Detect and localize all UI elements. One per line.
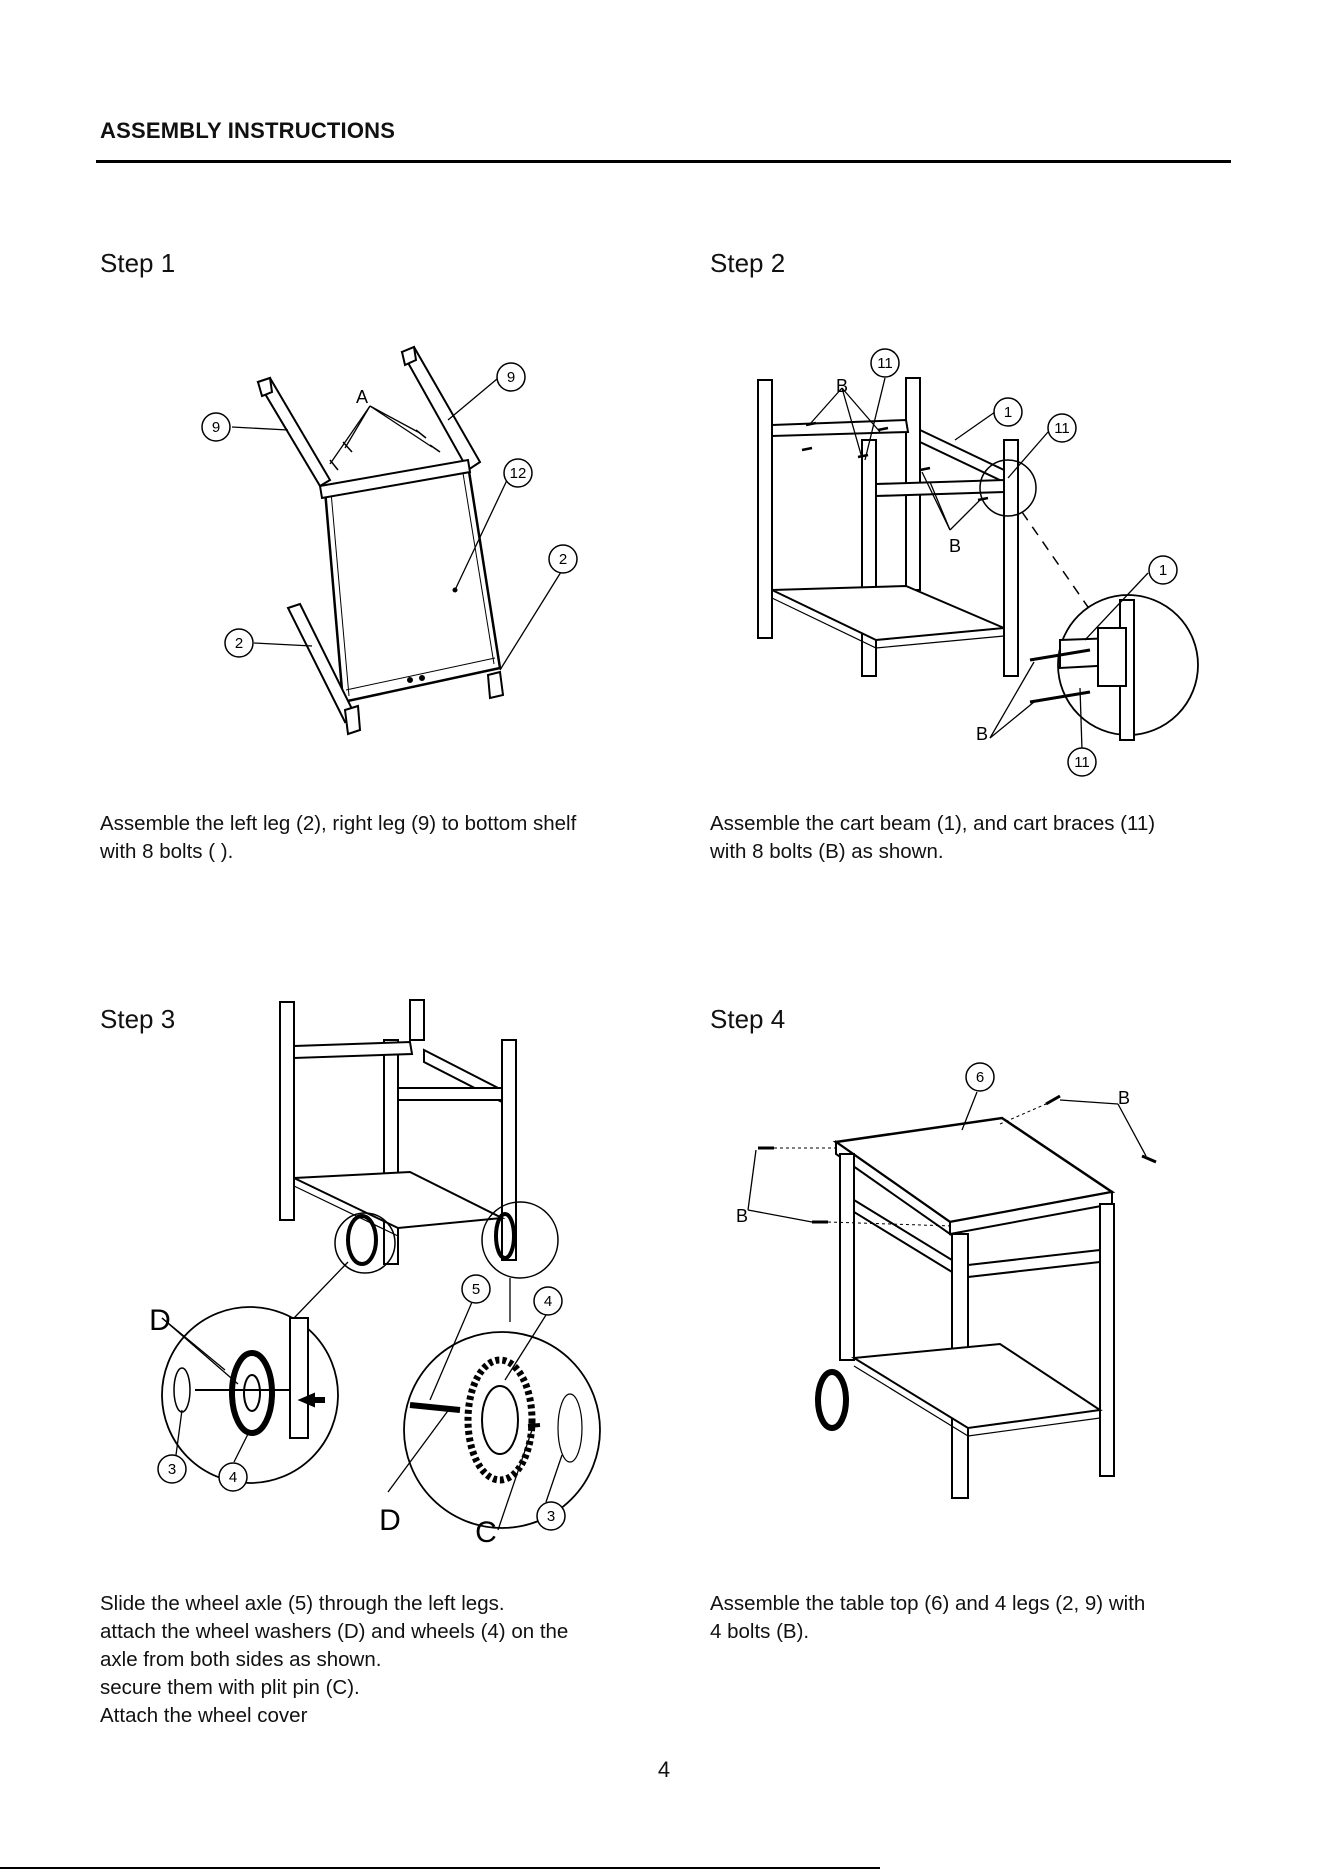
- callout-washer-d: D: [149, 1304, 171, 1337]
- step-1-title: Step 1: [100, 248, 176, 278]
- step-4-title: Step 4: [710, 1004, 786, 1034]
- callout-beam-1: 1: [1004, 404, 1012, 421]
- callout-brace-11: 11: [1074, 754, 1090, 771]
- step-2-diagram: 11 1 11 1 11 B B B: [740, 345, 1200, 785]
- callout-shelf-12: 12: [510, 465, 527, 482]
- callout-leg-2: 2: [235, 635, 243, 652]
- callout-bolt-b: B: [736, 1206, 748, 1226]
- step-3-title: Step 3: [100, 1004, 176, 1034]
- page-title: ASSEMBLY INSTRUCTIONS: [100, 118, 396, 143]
- step-3-diagram: 3 4 5 4 3 D D C: [149, 1000, 600, 1549]
- callout-bolt-b: B: [1118, 1088, 1130, 1108]
- callout-cover-3: 3: [168, 1461, 176, 1478]
- callout-wheel-4: 4: [229, 1469, 237, 1486]
- callout-cover-3: 3: [547, 1508, 555, 1525]
- step-1-description: Assemble the left leg (2), right leg (9)…: [100, 812, 577, 863]
- callout-pin-c: C: [475, 1516, 497, 1549]
- callout-bolt-b: B: [836, 376, 848, 396]
- page-number: 4: [657, 1757, 671, 1782]
- callout-bolt-b: B: [976, 724, 988, 744]
- callout-brace-11: 11: [1054, 420, 1070, 437]
- callout-table-top-6: 6: [976, 1069, 984, 1086]
- callout-bolt-a: A: [356, 387, 368, 407]
- step-4-description: Assemble the table top (6) and 4 legs (2…: [710, 1592, 1146, 1643]
- callout-beam-1: 1: [1159, 562, 1167, 579]
- callout-leg-9: 9: [212, 419, 220, 436]
- callout-leg-9: 9: [507, 369, 515, 386]
- callout-leg-2: 2: [559, 551, 567, 568]
- callout-bolt-b: B: [949, 536, 961, 556]
- step-3-description: Slide the wheel axle (5) through the lef…: [100, 1592, 569, 1727]
- header-divider: [96, 160, 1231, 163]
- callout-washer-d: D: [379, 1504, 401, 1537]
- step-2-description: Assemble the cart beam (1), and cart bra…: [710, 812, 1156, 863]
- footer-divider: [0, 1867, 880, 1869]
- callout-axle-5: 5: [472, 1281, 480, 1298]
- step-4-diagram: 6 B B: [736, 1060, 1170, 1520]
- callout-wheel-4: 4: [544, 1293, 552, 1310]
- step-2-title: Step 2: [710, 248, 786, 278]
- step-1-diagram: 9 9 12 2 2 A: [190, 335, 580, 735]
- callout-brace-11: 11: [877, 355, 893, 372]
